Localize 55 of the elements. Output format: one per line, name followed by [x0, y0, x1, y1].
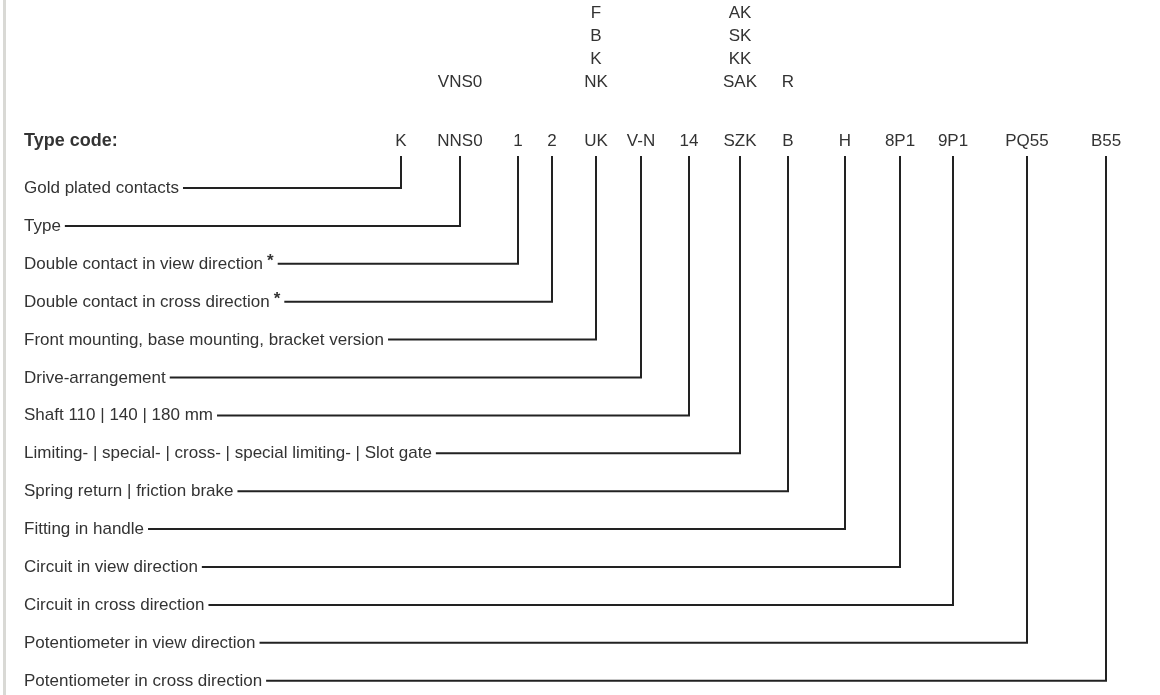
description-label: Drive-arrangement: [24, 366, 166, 389]
code-option: KK: [728, 47, 752, 70]
description-label: Potentiometer in cross direction: [24, 669, 263, 692]
leader-line: [265, 155, 1107, 682]
description-label: Double contact in cross direction: [24, 290, 270, 313]
leader-line: [387, 155, 597, 341]
leader-line: [207, 155, 954, 606]
code-option: PQ55: [1005, 129, 1049, 152]
leader-line: [182, 155, 402, 189]
leader-line: [276, 155, 519, 265]
leader-line: [63, 155, 461, 227]
code-option: 9P1: [937, 129, 969, 152]
code-option: UK: [584, 129, 608, 152]
code-option: NK: [584, 70, 608, 93]
leader-line: [168, 155, 642, 379]
description-label: Double contact in view direction: [24, 252, 264, 275]
description-label: Fitting in handle: [24, 518, 145, 541]
code-option: VNS0: [437, 70, 483, 93]
leader-line: [200, 155, 901, 568]
description-label: Circuit in cross direction: [24, 593, 205, 616]
leader-line: [147, 155, 846, 531]
code-option: NNS0: [437, 129, 483, 152]
leader-line: [258, 155, 1028, 644]
description-label: Type: [24, 214, 61, 237]
leader-line: [216, 155, 690, 417]
description-label: Spring return | friction brake: [24, 480, 234, 503]
description-label: Shaft 110 | 140 | 180 mm: [24, 404, 214, 427]
code-option: SZK: [723, 129, 757, 152]
code-option: K: [395, 129, 407, 152]
code-option: H: [838, 129, 852, 152]
code-option: 14: [679, 129, 699, 152]
code-option: B: [782, 129, 794, 152]
description-label: Front mounting, base mounting, bracket version: [24, 328, 385, 351]
description-label: Circuit in view direction: [24, 556, 198, 578]
code-option: 2: [547, 129, 557, 152]
code-option: R: [781, 70, 795, 93]
description-label: Limiting- | special- | cross- | special limiting- | Slot gate: [24, 442, 432, 465]
code-option: 8P1: [884, 129, 916, 152]
code-option: B55: [1090, 129, 1122, 152]
code-option: B: [590, 24, 602, 47]
code-option: K: [590, 47, 602, 70]
code-option: 1: [513, 129, 523, 152]
footnote-mark: *: [267, 249, 274, 272]
footnote-mark: *: [273, 287, 281, 310]
leader-line: [236, 155, 789, 493]
code-option: SAK: [723, 70, 757, 93]
code-option: V-N: [626, 129, 656, 152]
description-label: Gold plated contacts: [24, 177, 179, 199]
heading: Type code:: [24, 129, 118, 151]
code-option: AK: [728, 1, 752, 24]
description-label: Potentiometer in view direction: [24, 631, 256, 654]
code-option: F: [590, 1, 602, 24]
leader-line: [434, 155, 741, 455]
code-option: SK: [728, 24, 752, 47]
leader-line: [283, 155, 553, 303]
